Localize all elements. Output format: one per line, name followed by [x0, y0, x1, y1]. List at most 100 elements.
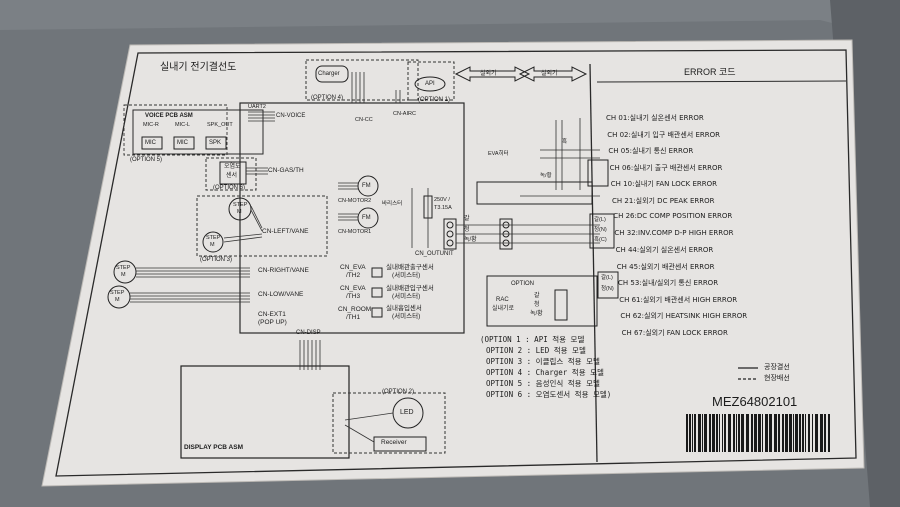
cn-right-label: CN-RIGHT/VANE: [258, 267, 309, 274]
barcode-bar: [789, 414, 792, 452]
cn-left-label: CN-LEFT/VANE: [262, 228, 309, 235]
error-code-row: CH 67:실외기 FAN LOCK ERROR: [621, 328, 728, 337]
barcode-bar: [762, 414, 763, 452]
sensor-room-sub: (서미스터): [392, 313, 421, 320]
mic-l-label: MIC-L: [175, 122, 190, 128]
fan-wires: [338, 182, 358, 221]
option-note-5: OPTION 5 : 음성인식 적용 모델: [486, 379, 600, 388]
cn-disp-label: CN-DISP: [296, 330, 321, 336]
charger-box: [315, 65, 349, 83]
th1-label: /TH1: [346, 314, 361, 321]
heater-side-box: [587, 159, 609, 187]
barcode-bar: [704, 414, 707, 452]
barcode-bar: [698, 414, 701, 452]
option2-label: (OPTION 2): [382, 389, 415, 395]
error-code-row: CH 53:실내/실외기 통신 ERROR: [618, 279, 719, 287]
eva-heater-label: EVA히터: [488, 151, 509, 157]
side-label-3: 흑(C): [594, 237, 607, 243]
cn-room-label: CN_ROOM: [338, 306, 372, 313]
cn-cc-label: CN-CC: [355, 117, 373, 123]
gas-sensor-label-1: 오염도: [224, 164, 241, 170]
barcode-bar: [815, 414, 818, 452]
voice-pcb-label: VOICE PCB ASM: [145, 113, 193, 119]
barcode-bar: [774, 414, 777, 452]
sensor-in-pipe-label: 실내배관입구센서: [386, 285, 434, 292]
barcode-bar: [712, 414, 715, 452]
barcode-bar: [795, 414, 798, 452]
voice-option-box: [123, 104, 228, 156]
error-code-row: CH 21:실외기 DC PEAK ERROR: [612, 196, 715, 205]
error-code-row: CH 05:실내기 통신 ERROR: [608, 147, 694, 155]
error-code-row: CH 45:실외기 배관센서 ERROR: [616, 262, 715, 271]
rac-side-box: [597, 271, 619, 299]
mic-r-label: MIC-R: [143, 122, 159, 128]
barcode-bar: [692, 414, 693, 452]
option3-label: (OPTION 3): [200, 257, 233, 263]
cn-eva-2-label: CN_EVA: [340, 285, 366, 292]
barcode-bar: [741, 414, 744, 452]
barcode-bar: [689, 414, 691, 452]
api-label: API: [425, 81, 435, 87]
casing-top-edge: [0, 0, 900, 40]
spk-box: [205, 136, 227, 150]
display-pcb: [180, 365, 350, 459]
rac-terminal-3: 녹/황: [530, 311, 543, 317]
fuse-label-1: 250V /: [434, 197, 450, 203]
legend-factory-label: 공장결선: [764, 364, 790, 371]
mic-label-2: MIC: [177, 140, 188, 146]
m-label-1: M: [237, 209, 242, 215]
receiver-box: [373, 436, 427, 452]
mic-l-box: [173, 136, 195, 150]
terminal-label-2: 청: [464, 227, 470, 233]
option-box-label: OPTION: [511, 281, 535, 287]
barcode-bar: [746, 414, 749, 452]
barcode-bar: [709, 414, 711, 452]
side-label-2: 청(N): [594, 227, 607, 233]
sensor-room-label: 실내흡입센서: [386, 305, 422, 312]
cn-low-label: CN-LOW/VANE: [258, 291, 304, 298]
heater-box: [476, 181, 593, 205]
spk-out-label: SPK_OUT: [207, 122, 233, 128]
error-code-row: CH 10:실내기 FAN LOCK ERROR: [610, 180, 718, 188]
step-motor-right: [113, 260, 137, 284]
option-note-1: (OPTION 1 : API 적용 모델: [480, 335, 585, 344]
error-code-row: CH 32:INV.COMP D-P HIGH ERROR: [614, 228, 734, 237]
step-label-2: STEP: [206, 235, 221, 241]
cn-voice-label: CN-VOICE: [276, 113, 306, 119]
gas-sensor-box: [219, 161, 247, 185]
model-code: MEZ64802101: [712, 394, 798, 409]
voice-pcb-box: [132, 109, 264, 155]
barcode-bar: [728, 414, 731, 452]
barcode-bar: [802, 414, 804, 452]
gas-wires: [246, 167, 268, 175]
th2-label: /TH2: [346, 272, 361, 279]
barcode-bar: [733, 414, 735, 452]
cn-outunit-label: CN_OUTUNIT: [415, 251, 454, 257]
m-label-right: M: [121, 272, 126, 278]
barcode-bar: [758, 414, 761, 452]
option1-box: [407, 61, 455, 101]
option4-label: (OPTION 4): [311, 95, 344, 101]
varistor-label: 바리스터: [382, 201, 403, 207]
side-label-1: 갈(L): [594, 217, 606, 223]
cn-motor1-label: CN-MOTOR1: [338, 229, 372, 235]
barcode-bar: [738, 414, 740, 452]
rac-terminal-2: 청: [534, 302, 540, 308]
fan-motor-2-label: FM: [362, 183, 371, 189]
barcode-bar: [716, 414, 718, 452]
rac-terminal: [554, 289, 568, 321]
terminal-label-1: 갈: [464, 216, 470, 222]
error-code-row: CH 01:실내기 실온센서 ERROR: [606, 114, 704, 122]
arrow-right-label: 실외기: [541, 71, 558, 77]
m-label-2: M: [210, 242, 215, 248]
error-code-row: CH 06:실내기 출구 배관센서 ERROR: [609, 163, 723, 172]
fan-motor-1-label: FM: [362, 215, 371, 221]
mic-label-1: MIC: [145, 140, 156, 146]
barcode-bar: [765, 414, 768, 452]
side-label-4: 갈(L): [601, 275, 613, 281]
error-code-row: CH 61:실외기 배관센서 HIGH ERROR: [619, 295, 738, 304]
label-sheet: [41, 39, 865, 487]
error-panel-divider: [589, 63, 598, 463]
step-label-right: STEP: [116, 265, 131, 271]
display-wires: [299, 340, 394, 443]
